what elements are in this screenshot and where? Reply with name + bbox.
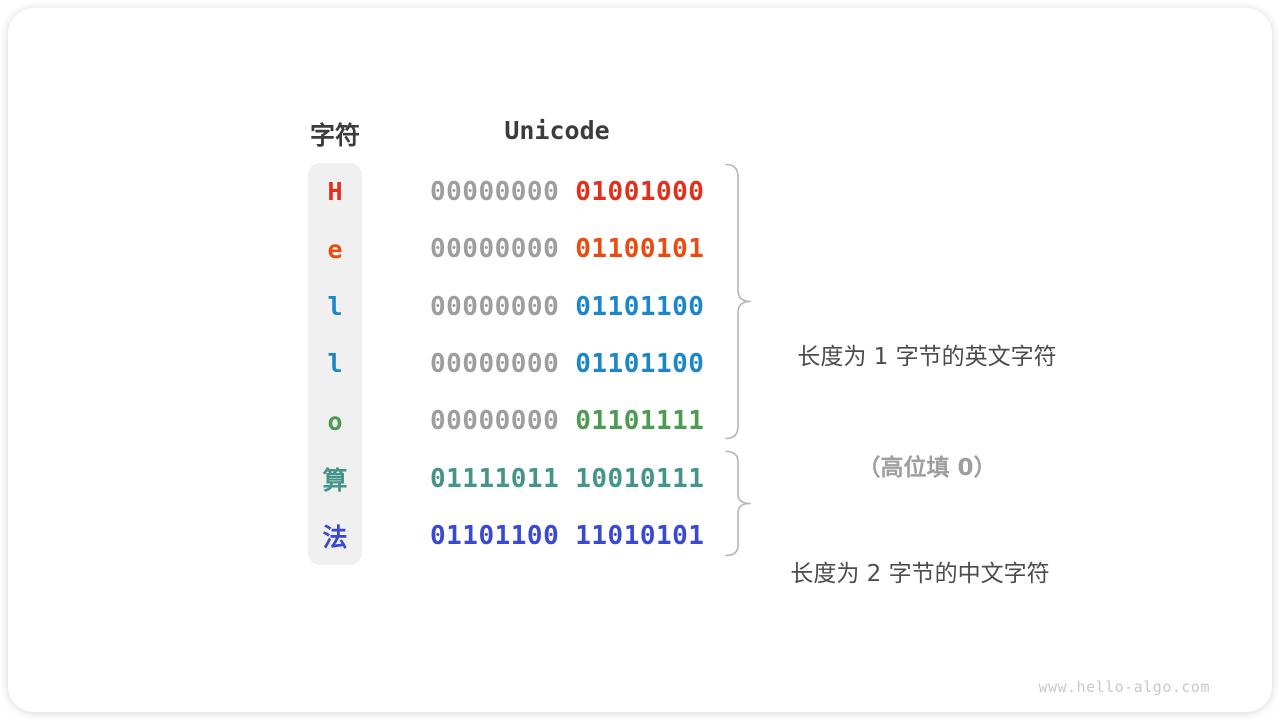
unicode-column-header: Unicode — [504, 116, 610, 145]
annotation-line: 长度为 1 字节的英文字符 — [797, 344, 1057, 370]
binary-row: 01111011 10010111 — [430, 450, 720, 507]
binary-row: 00000000 01001000 — [430, 163, 720, 220]
char-cell: o — [327, 406, 343, 436]
low-byte: 01101100 — [575, 291, 705, 322]
char-cell: 算 — [322, 465, 348, 495]
char-cell: l — [327, 292, 343, 322]
diagram-card — [8, 8, 1272, 712]
low-byte: 01101100 — [575, 348, 705, 379]
low-byte: 10010111 — [575, 463, 705, 494]
low-byte: 01100101 — [575, 234, 705, 265]
char-cell: e — [327, 234, 343, 264]
low-byte: 01101111 — [575, 406, 705, 437]
char-cell: H — [327, 177, 343, 207]
annotation-english-chars: 长度为 1 字节的英文字符 （高位填 0） — [762, 265, 1092, 561]
binary-row: 00000000 01101111 — [430, 393, 720, 450]
high-byte: 00000000 — [430, 406, 560, 437]
low-byte: 11010101 — [575, 521, 705, 552]
high-byte: 01101100 — [430, 521, 560, 552]
unicode-binary-column: 00000000 01001000 00000000 01100101 0000… — [430, 163, 720, 565]
char-column-header: 字符 — [309, 121, 360, 150]
annotation-subline: （高位填 0） — [857, 455, 997, 481]
high-byte: 00000000 — [430, 291, 560, 322]
char-cell: 法 — [322, 523, 348, 553]
binary-row: 00000000 01100101 — [430, 220, 720, 277]
low-byte: 01001000 — [575, 176, 705, 207]
high-byte: 00000000 — [430, 176, 560, 207]
high-byte: 01111011 — [430, 463, 560, 494]
brace-group-chinese — [725, 450, 751, 557]
annotation-chinese-chars: 长度为 2 字节的中文字符 — [755, 482, 1085, 667]
binary-row: 01101100 11010101 — [430, 508, 720, 565]
watermark: www.hello-algo.com — [1038, 678, 1210, 696]
binary-row: 00000000 01101100 — [430, 278, 720, 335]
high-byte: 00000000 — [430, 348, 560, 379]
annotation-line: 长度为 2 字节的中文字符 — [790, 561, 1050, 587]
char-cell: l — [327, 349, 343, 379]
binary-row: 00000000 01101100 — [430, 335, 720, 392]
high-byte: 00000000 — [430, 234, 560, 265]
char-column-pill: H e l l o 算 法 — [308, 163, 362, 565]
brace-group-english — [725, 163, 751, 440]
